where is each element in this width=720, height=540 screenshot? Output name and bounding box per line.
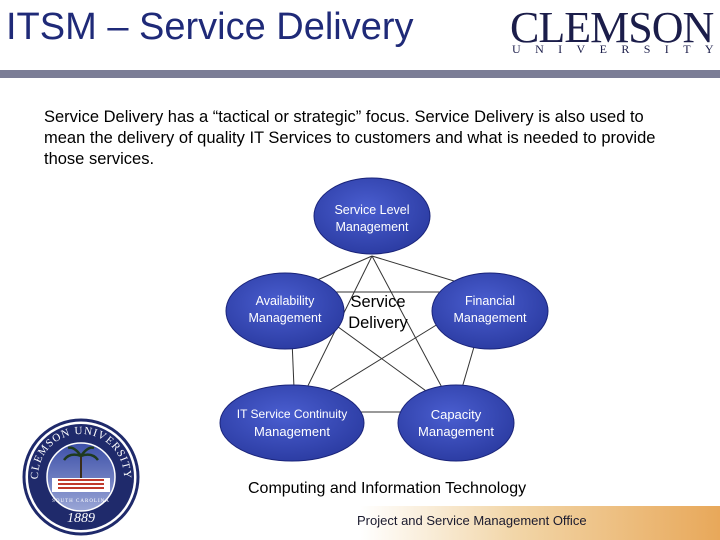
node-label-line: Financial bbox=[464, 294, 516, 308]
node-label-line: Management bbox=[453, 311, 527, 325]
node-continuity bbox=[219, 384, 365, 462]
intro-paragraph: Service Delivery has a “tactical or stra… bbox=[44, 108, 656, 168]
header-divider bbox=[0, 70, 720, 78]
seal-year: 1889 bbox=[67, 511, 95, 526]
node-label-line: Management bbox=[418, 424, 494, 439]
footer-gradient-bar bbox=[206, 506, 720, 540]
node-label-line: IT Service Continuity bbox=[236, 407, 348, 421]
node-availability bbox=[225, 272, 345, 350]
center-label: Service Delivery bbox=[338, 292, 418, 334]
node-label-service-level: Service Level Management bbox=[312, 202, 432, 236]
node-label-continuity: IT Service Continuity Management bbox=[222, 406, 362, 440]
seal-state-text: SOUTH CAROLINA bbox=[52, 499, 110, 504]
node-capacity bbox=[397, 384, 515, 462]
node-label-line: Management bbox=[335, 220, 409, 234]
node-label-line: Service Level bbox=[334, 203, 410, 217]
node-service-level bbox=[313, 177, 431, 255]
footer-title: Computing and Information Technology bbox=[248, 480, 527, 497]
clemson-seal-logo: CLEMSON UNIVERSITY SOUTH CAROLINA 1889 bbox=[22, 418, 140, 536]
node-label-financial: Financial Management bbox=[432, 293, 548, 327]
clemson-logo-wordmark: CLEMSON bbox=[510, 3, 714, 52]
node-label-line: Availability bbox=[255, 294, 315, 308]
node-label-availability: Availability Management bbox=[226, 293, 344, 327]
node-label-line: Capacity bbox=[430, 407, 482, 422]
node-financial bbox=[431, 272, 549, 350]
center-label-line: Service bbox=[350, 293, 406, 311]
center-label-line: Delivery bbox=[348, 314, 408, 332]
clemson-logo-subtitle: UNIVERSITY bbox=[512, 42, 720, 56]
node-label-line: Management bbox=[248, 311, 322, 325]
page-title: ITSM – Service Delivery bbox=[6, 6, 414, 48]
node-label-line: Management bbox=[254, 424, 330, 439]
footer-subtitle: Project and Service Management Office bbox=[357, 513, 587, 528]
node-label-capacity: Capacity Management bbox=[398, 406, 514, 440]
